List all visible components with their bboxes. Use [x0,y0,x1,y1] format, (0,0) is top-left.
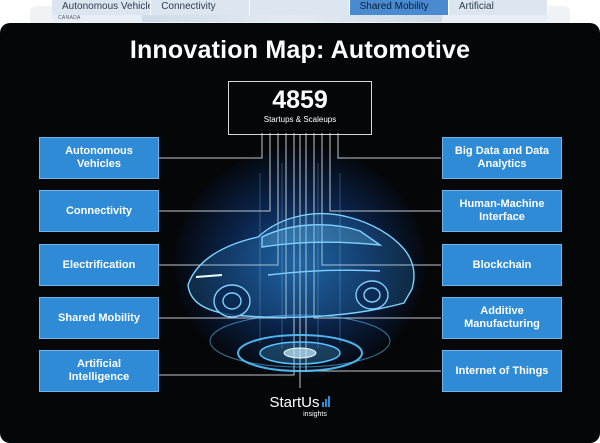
category-label: Electrification [62,258,136,271]
category-box-right: Human-Machine Interface [442,190,562,232]
bar-chart-icon [321,395,331,411]
category-box-right: Internet of Things [442,350,562,392]
startup-count-value: 4859 [272,86,328,114]
category-label: Blockchain [472,258,532,271]
background-tab: Connectivity [151,0,251,15]
innovation-map-card: Innovation Map: Automotive [0,23,600,443]
logo-name: StartUs [269,394,320,411]
connector-line [329,133,441,212]
background-tab [250,0,350,15]
category-label: Big Data and Data Analytics [454,145,550,170]
background-tab: Shared Mobility [349,0,449,15]
background-tab: Artificial [448,0,548,15]
category-box-left: Artificial Intelligence [39,350,159,392]
category-box-right: Blockchain [442,244,562,286]
background-map [142,15,442,22]
category-box-left: Electrification [39,244,159,286]
category-label: Autonomous Vehicles [65,145,133,170]
category-label: Human-Machine Interface [459,198,545,223]
background-tab: Autonomous Vehicles [52,0,152,15]
page-title: Innovation Map: Automotive [129,36,471,64]
background-map-card: Autonomous Vehicles Connectivity Shared … [52,0,548,22]
category-label: Connectivity [65,204,132,217]
connector-line [159,133,271,212]
startup-count-box: 4859 Startups & Scaleups [228,81,372,135]
logo-sub: insights [303,411,327,418]
connector-line [337,133,441,159]
category-label: Internet of Things [455,364,549,377]
category-box-left: Connectivity [39,190,159,232]
connector-line [159,133,279,266]
category-label: Additive Manufacturing [464,305,540,330]
car-icon [187,212,415,319]
connector-line [159,133,295,376]
background-tabs: Autonomous Vehicles Connectivity Shared … [52,0,548,15]
connector-and-car-art [159,133,441,388]
connector-line [321,133,441,266]
category-box-left: Autonomous Vehicles [39,137,159,179]
category-label: Shared Mobility [58,311,140,324]
category-box-right: Additive Manufacturing [442,297,562,339]
startup-count-label: Startups & Scaleups [263,115,337,124]
connector-line [313,133,441,319]
category-box-left: Shared Mobility [39,297,159,339]
background-map-label: CANADA [58,15,81,21]
category-box-right: Big Data and Data Analytics [442,137,562,179]
category-label: Artificial Intelligence [68,358,130,383]
hologram-beams [259,163,341,348]
hologram-platform [209,314,391,372]
startus-insights-logo: StartUs insights [250,395,350,419]
connector-line [159,133,263,159]
